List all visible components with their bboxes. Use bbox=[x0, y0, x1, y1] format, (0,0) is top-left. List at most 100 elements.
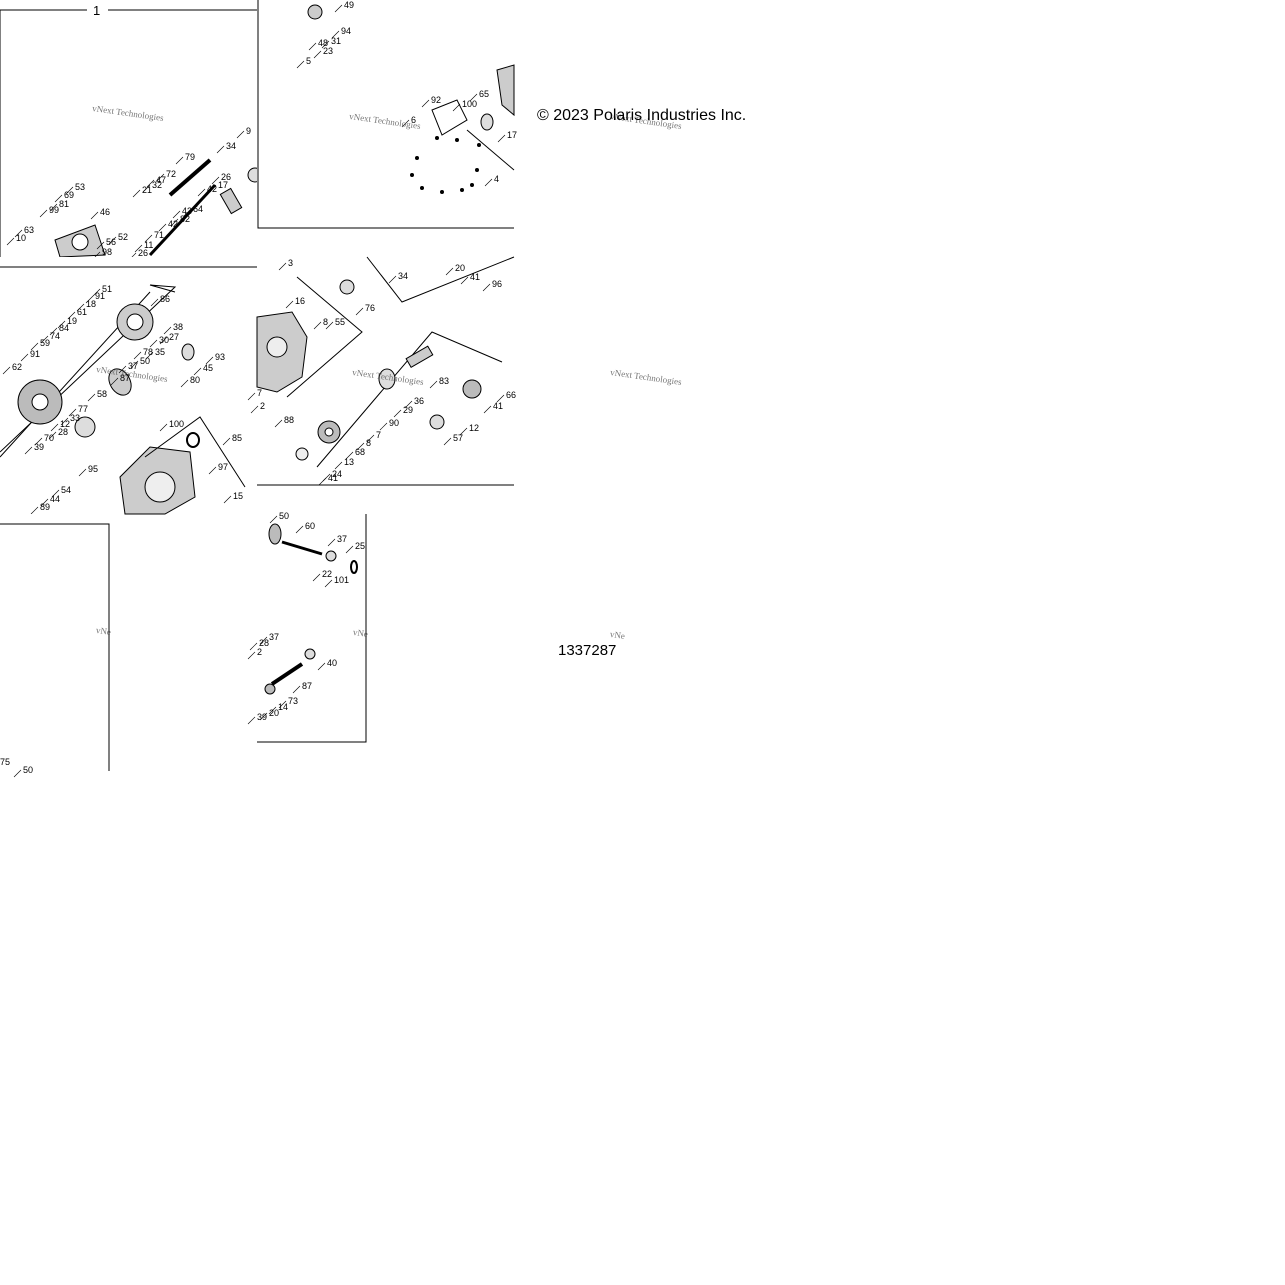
callout-number: 69 bbox=[64, 190, 74, 200]
callout-number: 83 bbox=[439, 376, 449, 386]
callout-number: 88 bbox=[284, 415, 294, 425]
callout-number: 79 bbox=[185, 152, 195, 162]
callout-number: 90 bbox=[389, 418, 399, 428]
leader-line bbox=[327, 538, 336, 547]
leader-line bbox=[14, 229, 23, 238]
callout-number: 75 bbox=[0, 757, 10, 767]
callout-number: 10 bbox=[16, 233, 26, 243]
leader-line bbox=[150, 298, 159, 307]
leader-line bbox=[312, 573, 321, 582]
callout-number: 53 bbox=[75, 182, 85, 192]
leader-line bbox=[259, 636, 268, 645]
leader-line bbox=[130, 360, 139, 369]
leader-line bbox=[321, 40, 330, 49]
case-part bbox=[119, 416, 246, 515]
leader-line bbox=[292, 685, 301, 694]
callout-number: 8 bbox=[323, 317, 328, 327]
leader-line bbox=[496, 394, 505, 403]
leader-line bbox=[145, 351, 154, 360]
watermark-text: vNext Technologies bbox=[609, 367, 683, 387]
shaft-part bbox=[264, 523, 358, 695]
callout-number: 50 bbox=[23, 765, 33, 775]
callout-number: 64 bbox=[193, 204, 203, 214]
leader-line bbox=[249, 642, 258, 651]
callout-number: 80 bbox=[190, 375, 200, 385]
callout-number: 25 bbox=[355, 541, 365, 551]
leader-line bbox=[366, 434, 375, 443]
callout-number: 7 bbox=[376, 430, 381, 440]
leader-line bbox=[324, 579, 333, 588]
callout-number: 96 bbox=[492, 279, 502, 289]
leader-line bbox=[313, 321, 322, 330]
leader-line bbox=[334, 4, 343, 13]
callout-number: 26 bbox=[221, 172, 231, 182]
leader-line bbox=[132, 189, 141, 198]
callout-number: 13 bbox=[344, 457, 354, 467]
leader-line bbox=[40, 498, 49, 507]
callout-number: 17 bbox=[218, 180, 228, 190]
leader-line bbox=[452, 103, 461, 112]
callout-number: 42 bbox=[168, 219, 178, 229]
housing-part bbox=[54, 224, 106, 258]
leader-line bbox=[208, 184, 217, 193]
leader-line bbox=[313, 50, 322, 59]
leader-line bbox=[482, 283, 491, 292]
callout-number: 66 bbox=[506, 390, 516, 400]
callout-number: 51 bbox=[102, 284, 112, 294]
leader-line bbox=[110, 377, 119, 386]
leader-line bbox=[268, 706, 277, 715]
callout-number: 29 bbox=[403, 405, 413, 415]
leader-line bbox=[20, 353, 29, 362]
callout-number: 43 bbox=[182, 206, 192, 216]
leader-line bbox=[356, 442, 365, 451]
callout-number: 18 bbox=[86, 299, 96, 309]
callout-number: 62 bbox=[12, 362, 22, 372]
callout-number: 48 bbox=[318, 38, 328, 48]
watermark-text: vNe bbox=[95, 625, 112, 637]
leader-line bbox=[92, 288, 101, 297]
callout-number: 41 bbox=[328, 473, 338, 483]
callout-number: 15 bbox=[233, 491, 243, 501]
leader-line bbox=[175, 156, 184, 165]
leader-line bbox=[159, 336, 168, 345]
callout-number: 28 bbox=[259, 638, 269, 648]
diagram-bottom-left: 75 50 bbox=[0, 523, 110, 778]
leader-line bbox=[78, 468, 87, 477]
callout-number: 20 bbox=[269, 708, 279, 718]
callout-number: 97 bbox=[218, 462, 228, 472]
leader-line bbox=[278, 700, 287, 709]
leader-line bbox=[49, 327, 58, 336]
callout-number: 59 bbox=[40, 338, 50, 348]
leader-line bbox=[48, 431, 57, 440]
diagram-top-left: 1 93479477232214217265369819946436482426… bbox=[0, 3, 263, 261]
leader-line bbox=[222, 437, 231, 446]
leader-line bbox=[497, 134, 506, 143]
leader-line bbox=[118, 365, 127, 374]
callout-number: 100 bbox=[462, 99, 477, 109]
callout-number: 2 bbox=[260, 401, 265, 411]
callout-number: 31 bbox=[331, 36, 341, 46]
leader-line bbox=[24, 446, 33, 455]
leader-line bbox=[197, 188, 206, 197]
callout-number: 5 bbox=[306, 56, 311, 66]
callout-number: 19 bbox=[67, 316, 77, 326]
callout-number: 23 bbox=[323, 46, 333, 56]
leader-line bbox=[247, 651, 256, 660]
callout-number: 35 bbox=[155, 347, 165, 357]
leader-line bbox=[108, 236, 117, 245]
callout-number: 58 bbox=[97, 389, 107, 399]
callout-number: 81 bbox=[59, 199, 69, 209]
callout-number: 20 bbox=[455, 263, 465, 273]
callout-number: 46 bbox=[100, 207, 110, 217]
callout-number: 84 bbox=[59, 323, 69, 333]
leader-line bbox=[49, 203, 58, 212]
callout-number: 3 bbox=[288, 258, 293, 268]
leader-line bbox=[484, 178, 493, 187]
callout-number: 33 bbox=[70, 413, 80, 423]
leader-line bbox=[247, 716, 256, 725]
callout-number: 45 bbox=[203, 363, 213, 373]
callout-number: 95 bbox=[88, 464, 98, 474]
